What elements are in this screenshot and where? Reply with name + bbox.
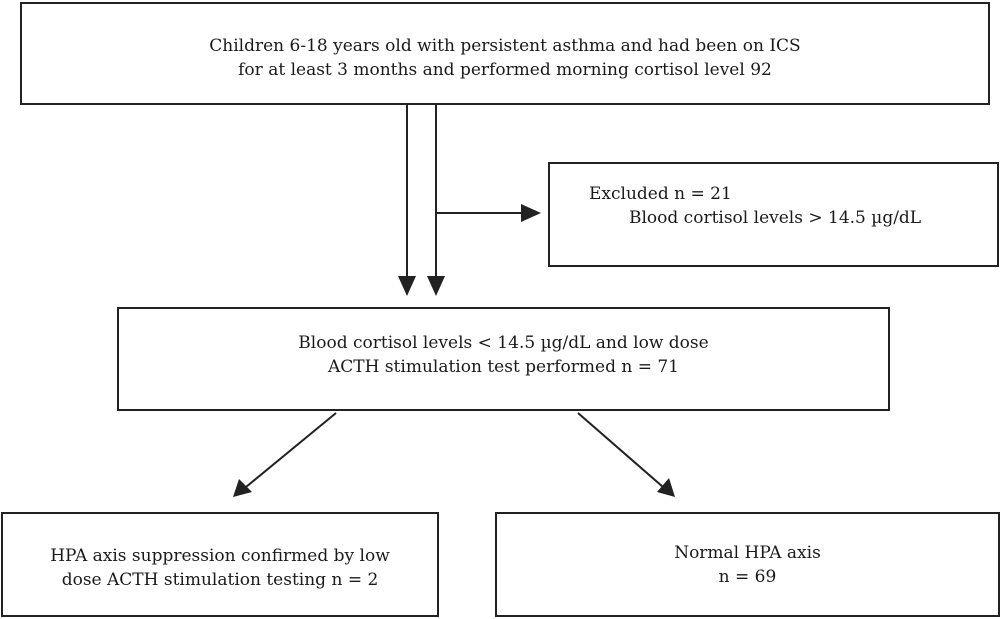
hpa-suppression-text-line-2: dose ACTH stimulation testing n = 2 <box>61 570 379 590</box>
enrollment-text-line-2: for at least 3 months and performed morn… <box>238 60 772 80</box>
acth-test-box: Blood cortisol levels < 14.5 µg/dL and l… <box>117 307 890 411</box>
excluded-count-text: Excluded n = 21 <box>589 184 732 204</box>
arrow-to-hpa-suppression-head <box>233 479 252 497</box>
arrow-to-hpa-suppression-line <box>245 412 337 488</box>
normal-hpa-text-line-1: Normal HPA axis <box>674 543 821 563</box>
enrollment-text-line-1: Children 6-18 years old with persistent … <box>209 36 801 56</box>
acth-test-text-line-1: Blood cortisol levels < 14.5 µg/dL and l… <box>298 333 709 353</box>
arrow-to-normal-hpa-head <box>657 478 675 497</box>
excluded-criterion-text: Blood cortisol levels > 14.5 µg/dL <box>629 208 922 228</box>
arrow-down-right-head <box>427 276 445 296</box>
normal-hpa-text-line-2: n = 69 <box>718 567 777 587</box>
arrow-excluded-head <box>521 204 541 222</box>
normal-hpa-box: Normal HPA axis n = 69 <box>495 512 1000 617</box>
hpa-suppression-text-line-1: HPA axis suppression confirmed by low <box>50 546 390 566</box>
arrow-down-left-head <box>398 276 416 296</box>
enrollment-box: Children 6-18 years old with persistent … <box>20 2 990 105</box>
arrow-to-normal-hpa-line <box>577 412 664 488</box>
hpa-suppression-box: HPA axis suppression confirmed by low do… <box>1 512 439 617</box>
acth-test-text-line-2: ACTH stimulation test performed n = 71 <box>327 357 679 377</box>
excluded-box: Excluded n = 21 Blood cortisol levels > … <box>548 162 999 267</box>
